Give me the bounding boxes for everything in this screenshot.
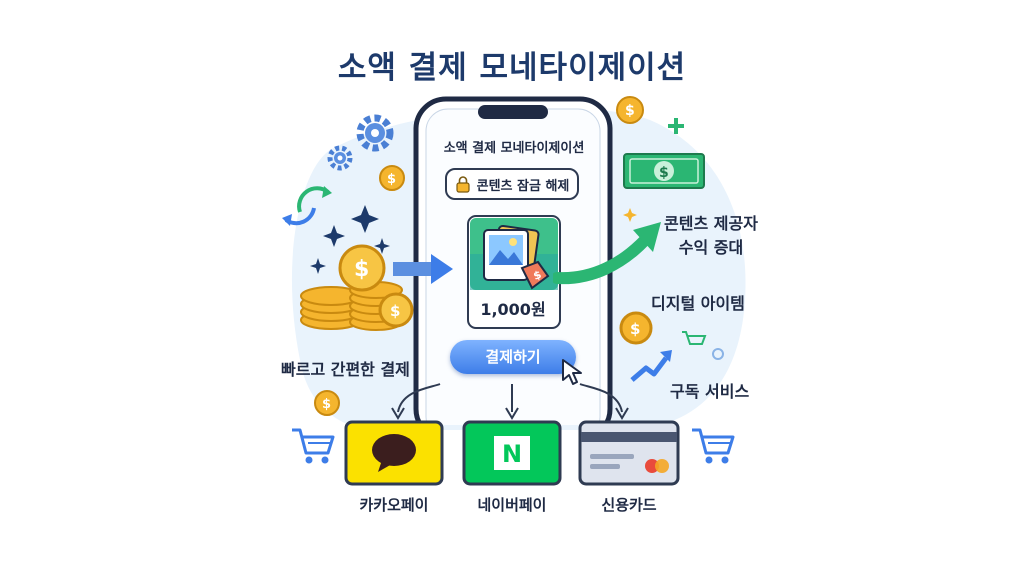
kakaopay-tile[interactable] xyxy=(344,420,444,486)
price-value: 1,000원 xyxy=(480,300,546,319)
gear-small-icon xyxy=(327,145,353,171)
gear-icon xyxy=(356,114,394,152)
svg-text:$: $ xyxy=(354,257,369,282)
creator-revenue-line2: 수익 증대 xyxy=(678,238,744,257)
screen-title: 소액 결제 모네타이제이션 xyxy=(443,141,585,156)
kakaopay-label[interactable]: 카카오페이 xyxy=(359,496,429,514)
right-decorations: $ $ xyxy=(616,96,724,360)
shopping-cart-left-icon xyxy=(292,428,335,464)
svg-text:$: $ xyxy=(387,172,396,187)
credit-card-tile[interactable] xyxy=(578,420,680,486)
svg-text:$: $ xyxy=(322,397,331,412)
banknote-icon: $ xyxy=(623,153,705,189)
svg-text:$: $ xyxy=(630,320,640,338)
fast-payment-label: 빠르고 간편한 결제 xyxy=(281,360,410,379)
page-title: 소액 결제 모네타이제이션 xyxy=(337,50,687,86)
digital-items-label: 디지털 아이템 xyxy=(651,294,745,313)
coin-stack-icon: $ $ xyxy=(300,244,414,331)
unlock-content-button[interactable]: 콘텐츠 잠금 해제 xyxy=(445,168,579,200)
image-gallery-icon: $ xyxy=(483,224,550,290)
unlock-label: 콘텐츠 잠금 해제 xyxy=(476,178,570,194)
trend-arrow-icon xyxy=(630,350,672,382)
naverpay-tile[interactable]: N xyxy=(462,420,562,486)
lock-icon xyxy=(456,176,470,193)
svg-text:$: $ xyxy=(659,165,669,181)
svg-text:$: $ xyxy=(390,302,400,320)
cursor-icon xyxy=(562,359,582,385)
svg-text:$: $ xyxy=(625,103,635,119)
creator-revenue-label: 콘텐츠 제공자 수익 증대 xyxy=(656,210,766,258)
coin-icon: $ xyxy=(314,390,340,416)
naver-n-logo: N xyxy=(502,440,522,468)
left-decorations: $ xyxy=(282,114,405,274)
growth-arrow-icon xyxy=(553,222,661,285)
credit-card-label[interactable]: 신용카드 xyxy=(601,496,657,514)
payment-connectors xyxy=(391,383,629,420)
naverpay-label[interactable]: 네이버페이 xyxy=(477,496,547,514)
creator-revenue-line1: 콘텐츠 제공자 xyxy=(664,214,758,233)
price-tag-icon: $ xyxy=(532,268,544,283)
pay-button[interactable]: 결제하기 xyxy=(450,340,576,374)
arrow-right-icon xyxy=(393,254,453,284)
subscription-label: 구독 서비스 xyxy=(670,382,750,401)
shopping-cart-right-icon xyxy=(692,428,735,464)
